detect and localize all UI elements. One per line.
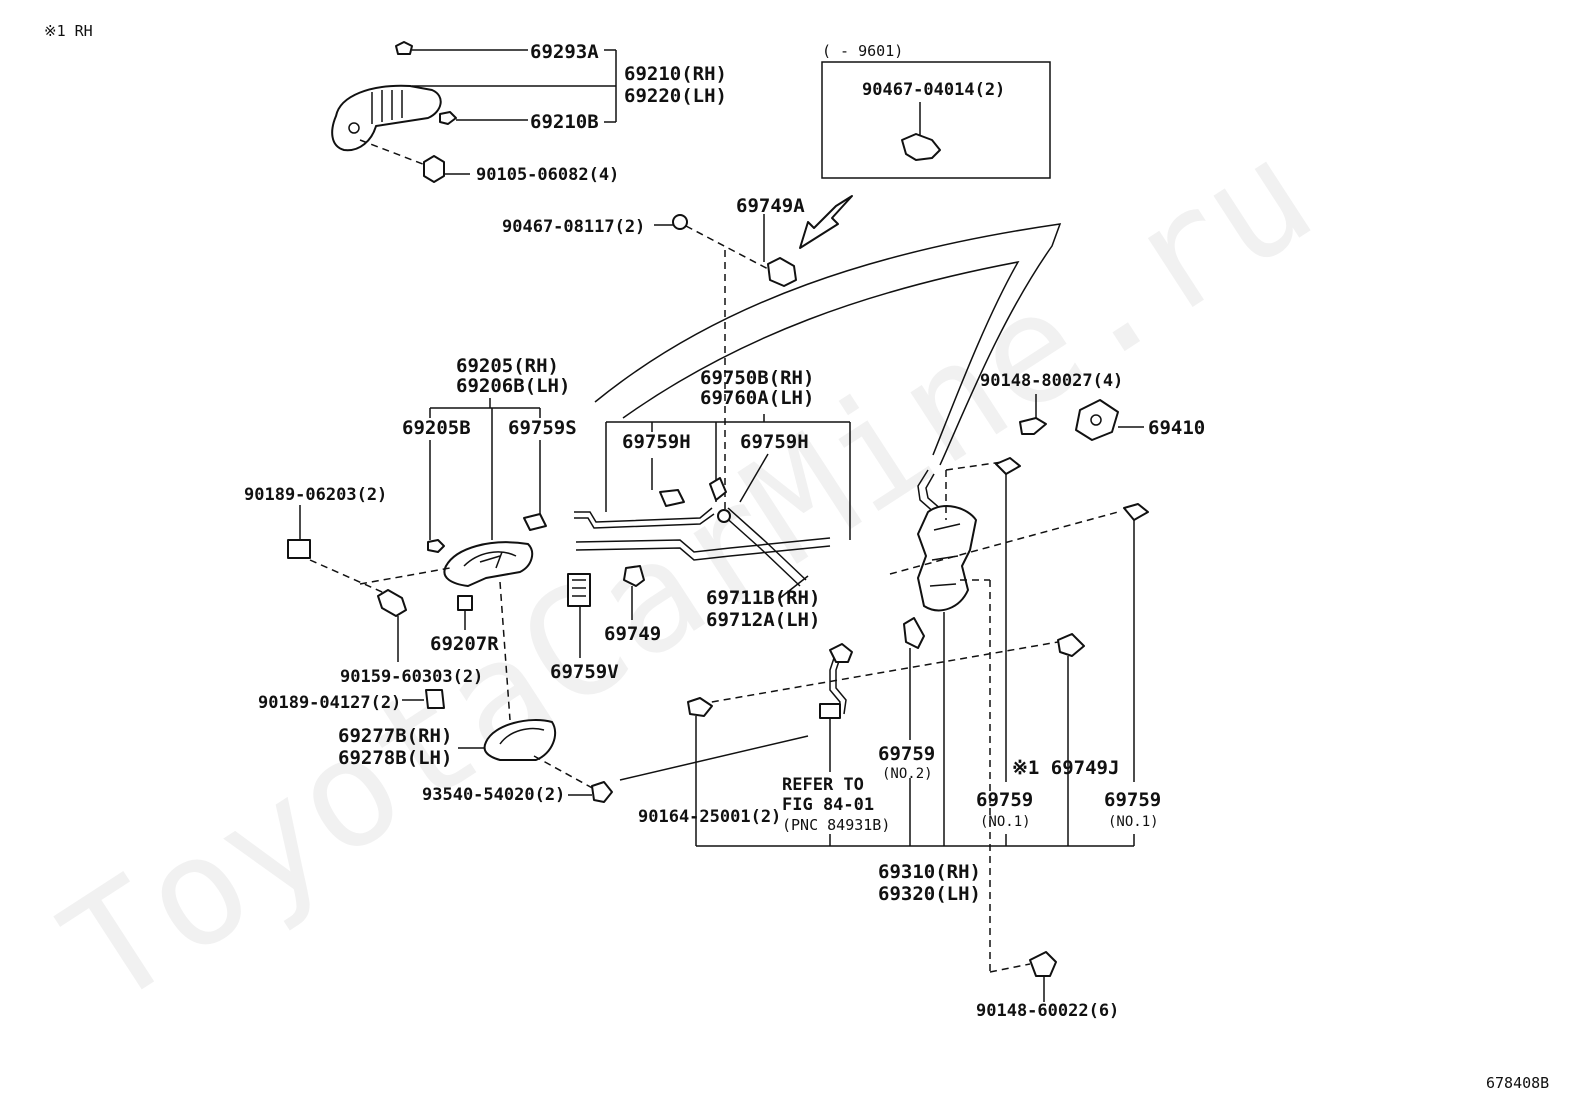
door-frame-outline <box>594 223 1062 466</box>
clip-69759-no1b-icon <box>1123 503 1149 521</box>
clip-69749-icon <box>623 565 645 587</box>
clip-90189-06203-icon <box>287 539 311 559</box>
screw-inside-handle-icon <box>427 539 445 553</box>
label-90189-06203: 90189-06203(2) <box>244 485 387 505</box>
label-69759s: 69759S <box>508 417 577 439</box>
bezel-69277b-icon <box>483 719 557 761</box>
inset-part-label: 90467-04014(2) <box>862 80 1005 100</box>
label-69711brh: 69711B(RH) <box>706 587 820 609</box>
clip-69759v-icon <box>567 573 591 607</box>
bolt-90159-icon <box>377 589 407 617</box>
clip-69749j-icon <box>1057 633 1085 657</box>
label-69205b: 69205B <box>402 417 471 439</box>
bolt-90105-icon <box>423 155 445 183</box>
note-rh: ※1 RH <box>44 22 93 40</box>
label-90164: 90164-25001(2) <box>638 807 781 827</box>
label-69759-no2: 69759 <box>878 743 935 765</box>
label-69293a: 69293A <box>530 41 599 63</box>
label-90148-60022: 90148-60022(6) <box>976 1001 1119 1021</box>
inset-range: ( - 9601) <box>822 42 903 60</box>
screw-90164-icon <box>687 697 713 717</box>
label-69749a: 69749A <box>736 195 805 217</box>
screw-90148-60022-icon <box>1029 951 1057 977</box>
label-69207r: 69207R <box>430 633 499 655</box>
label-69278blh: 69278B(LH) <box>338 747 452 769</box>
label-69759v: 69759V <box>550 661 619 683</box>
clip-69293a-icon <box>395 41 413 55</box>
label-90105: 90105-06082(4) <box>476 165 619 185</box>
clip-69759-no2-icon <box>903 617 925 649</box>
screw-93540-icon <box>591 781 613 803</box>
label-refer-3: (PNC 84931B) <box>782 816 890 834</box>
label-69206blh: 69206B(LH) <box>456 375 570 397</box>
label-69759-no1b: 69759 <box>1104 789 1161 811</box>
rod-joint-icon <box>717 509 731 523</box>
label-69712alh: 69712A(LH) <box>706 609 820 631</box>
inside-handle-group <box>309 398 547 721</box>
door-lock-group <box>699 457 1149 973</box>
diagram-id: 678408B <box>1486 1074 1549 1092</box>
watermark: ToyotaCarMine.ru <box>35 107 1342 1040</box>
label-69759h-2: 69759H <box>740 431 809 453</box>
clip-90189-04127-icon <box>425 689 445 709</box>
lock-rods <box>574 414 851 599</box>
label-90467-08117: 90467-08117(2) <box>502 217 645 237</box>
view-arrow-icon <box>799 195 853 249</box>
clip-69749a-icon <box>767 257 797 287</box>
label-69759-no1b-sub: (NO.1) <box>1108 814 1159 830</box>
inset-box: ( - 9601) 90467-04014(2) <box>821 42 1051 179</box>
clip-69759-no1a-icon <box>995 457 1021 475</box>
clip-69759h-a-icon <box>659 489 685 507</box>
label-69750brh: 69750B(RH) <box>700 367 814 389</box>
label-69310rh: 69310(RH) <box>878 861 981 883</box>
outside-handle-icon <box>331 84 442 152</box>
label-69759h-1: 69759H <box>622 431 691 453</box>
clip-69759s-icon <box>523 513 547 531</box>
label-69760alh: 69760A(LH) <box>700 387 814 409</box>
label-69749: 69749 <box>604 623 661 645</box>
clip-69759h-b-icon <box>709 477 727 501</box>
label-69210b: 69210B <box>530 111 599 133</box>
label-93540: 93540-54020(2) <box>422 785 565 805</box>
screw-69210b-icon <box>439 111 457 125</box>
label-69210rh: 69210(RH) <box>624 63 727 85</box>
label-69410: 69410 <box>1148 417 1205 439</box>
wire-plug-icon <box>819 703 841 719</box>
label-69749j: ※1 69749J <box>1012 757 1119 779</box>
label-69759-no2-sub: (NO.2) <box>882 766 933 782</box>
label-69277brh: 69277B(RH) <box>338 725 452 747</box>
label-69759-no1a: 69759 <box>976 789 1033 811</box>
label-refer-1: REFER TO <box>782 775 864 795</box>
label-90148-80027: 90148-80027(4) <box>980 371 1123 391</box>
label-90189-04127: 90189-04127(2) <box>258 693 401 713</box>
outside-handle-group <box>331 41 617 183</box>
nut-90467-icon <box>672 214 688 230</box>
label-69759-no1a-sub: (NO.1) <box>980 814 1031 830</box>
label-90159: 90159-60303(2) <box>340 667 483 687</box>
label-69205rh: 69205(RH) <box>456 355 559 377</box>
screw-90148-80027-icon <box>1019 417 1047 435</box>
connector-icon <box>829 643 853 663</box>
inset-screw-icon <box>901 133 941 161</box>
striker-69410-icon <box>1075 399 1119 441</box>
label-refer-2: FIG 84-01 <box>782 795 874 815</box>
label-69320lh: 69320(LH) <box>878 883 981 905</box>
label-69220lh: 69220(LH) <box>624 85 727 107</box>
pad-69207r-icon <box>457 595 473 611</box>
